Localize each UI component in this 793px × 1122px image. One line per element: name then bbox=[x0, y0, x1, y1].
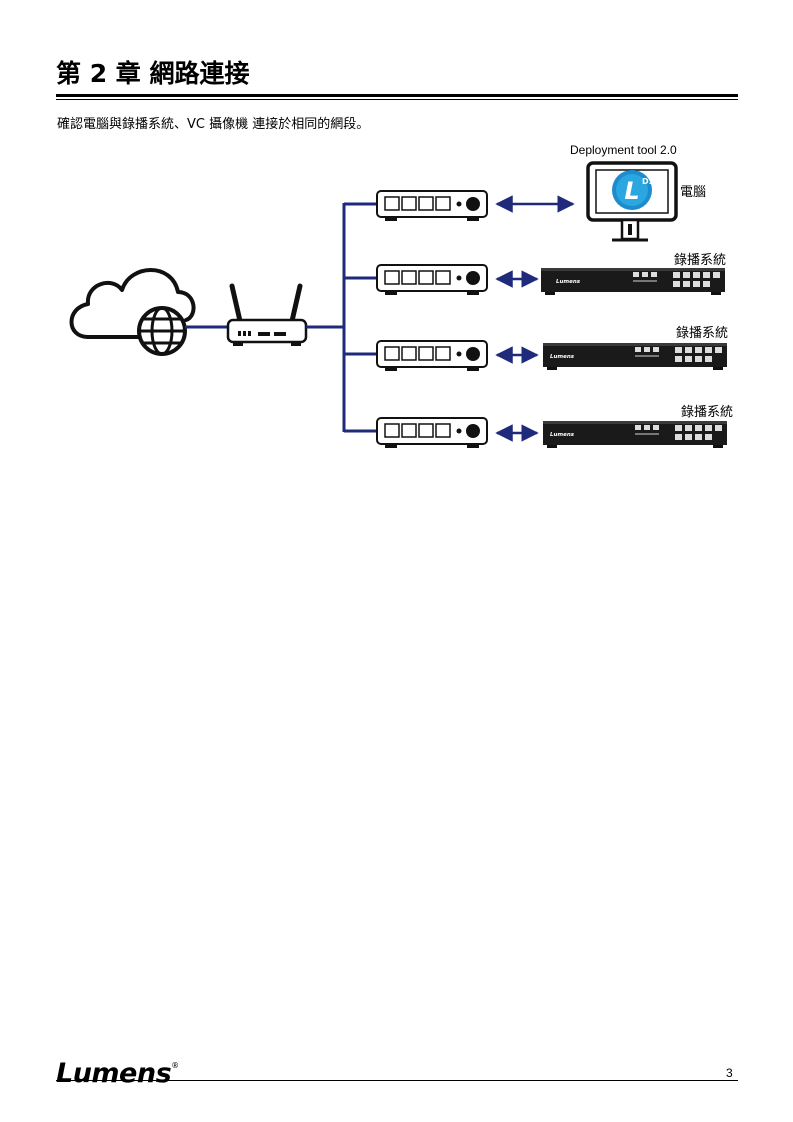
footer-rule bbox=[56, 1080, 738, 1081]
connection-arrows bbox=[495, 195, 575, 442]
page-title: 第 2 章 網路連接 bbox=[56, 59, 250, 88]
recorder-brand: Lumens bbox=[550, 432, 575, 438]
deployment-tool-logo-icon: L D. bbox=[612, 170, 652, 210]
deployment-tool-label: Deployment tool 2.0 bbox=[570, 143, 677, 157]
switch-icon bbox=[376, 190, 488, 222]
recorder-brand: Lumens bbox=[556, 279, 581, 285]
recorder-label: 錄播系統 bbox=[676, 326, 728, 341]
lumens-logo: Lumens® bbox=[56, 1050, 179, 1090]
switch-icon bbox=[376, 264, 488, 296]
recorder-label: 錄播系統 bbox=[681, 405, 733, 420]
router-icon bbox=[226, 283, 308, 346]
title-rule-thin bbox=[56, 99, 738, 100]
page-number: 3 bbox=[726, 1066, 733, 1080]
pc-label: 電腦 bbox=[680, 185, 706, 200]
switch-icon bbox=[376, 417, 488, 449]
title-rule bbox=[56, 94, 738, 97]
recorder-brand: Lumens bbox=[550, 354, 575, 360]
globe-icon bbox=[137, 306, 187, 356]
switch-icon bbox=[376, 340, 488, 372]
logo-letter: L bbox=[624, 177, 639, 205]
lumens-logo-text: Lumens bbox=[56, 1058, 172, 1089]
registered-mark: ® bbox=[171, 1061, 179, 1070]
network-bus bbox=[306, 202, 378, 433]
recorder-label: 錄播系統 bbox=[674, 253, 726, 268]
intro-text: 確認電腦與錄播系統、VC 攝像機 連接於相同的網段。 bbox=[57, 117, 370, 132]
logo-sup: D. bbox=[642, 177, 652, 186]
